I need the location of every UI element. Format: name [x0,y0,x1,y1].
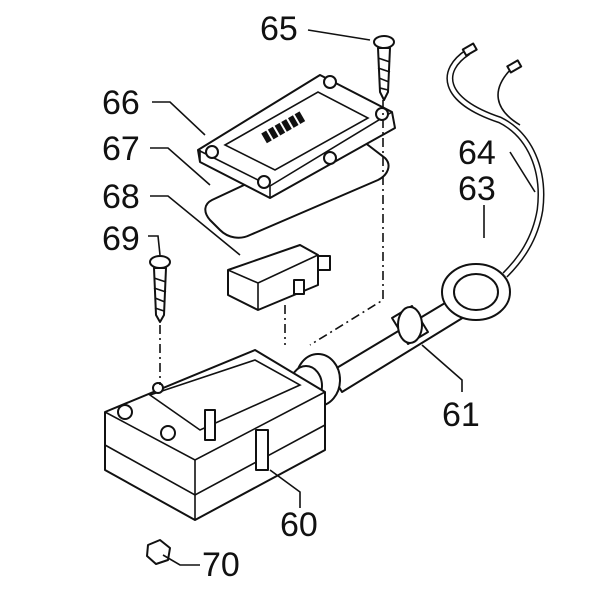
microswitch [227,244,331,311]
switch-housing [104,349,326,521]
callout-67: 67 [102,130,140,168]
wire-leads [446,42,545,278]
callout-70: 70 [202,546,240,584]
screw-69 [149,255,171,323]
callout-68: 68 [102,178,140,216]
callout-60: 60 [280,506,318,544]
nut [146,539,171,565]
callout-65: 65 [260,10,298,48]
callout-61: 61 [442,396,480,434]
callout-66: 66 [102,84,140,122]
cover-lid: ▮▮▮▮▮▮ [197,74,396,199]
screw-65 [373,35,395,101]
callout-64: 64 [458,134,496,172]
leader-lines [148,29,536,566]
callout-63: 63 [458,170,496,208]
cable-assembly [289,263,511,407]
callout-69: 69 [102,220,140,258]
